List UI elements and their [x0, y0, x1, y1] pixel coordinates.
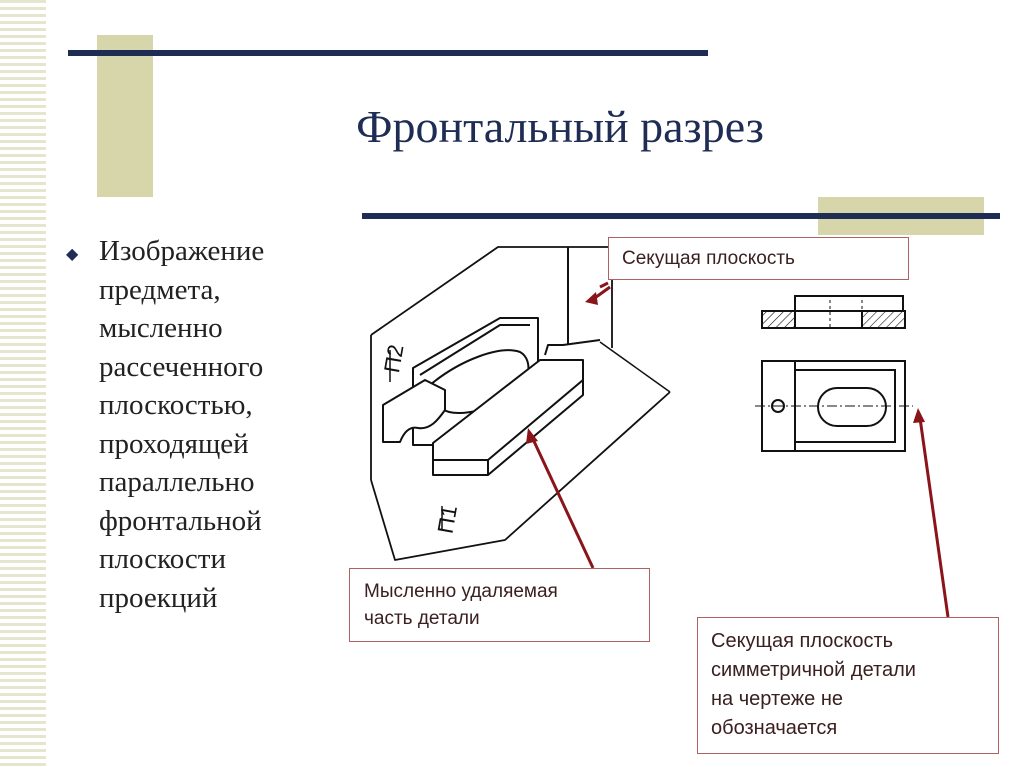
- decorative-stripes: [0, 0, 46, 767]
- isometric-view: [370, 246, 671, 561]
- decor-block-top: [97, 35, 153, 197]
- callout-removed-part: Мысленно удаляемая часть детали: [349, 568, 650, 642]
- front-view: [761, 295, 906, 330]
- plane-label-horizontal: П1: [433, 503, 462, 535]
- slide-title: Фронтальный разрез: [356, 101, 764, 152]
- top-view: [755, 360, 913, 452]
- bullet-diamond-icon: ◆: [66, 244, 79, 263]
- callout-symmetric-note: Секущая плоскость симметричной детали на…: [697, 617, 999, 754]
- plane-label-frontal: П2: [379, 343, 408, 375]
- accent-bar-mid: [362, 213, 1000, 219]
- accent-bar-top: [68, 50, 708, 56]
- callout-cutting-plane: Секущая плоскость: [608, 237, 909, 280]
- bullet-text: Изображение предмета, мысленно рассеченн…: [99, 235, 265, 614]
- callout-arrows: [526, 281, 950, 618]
